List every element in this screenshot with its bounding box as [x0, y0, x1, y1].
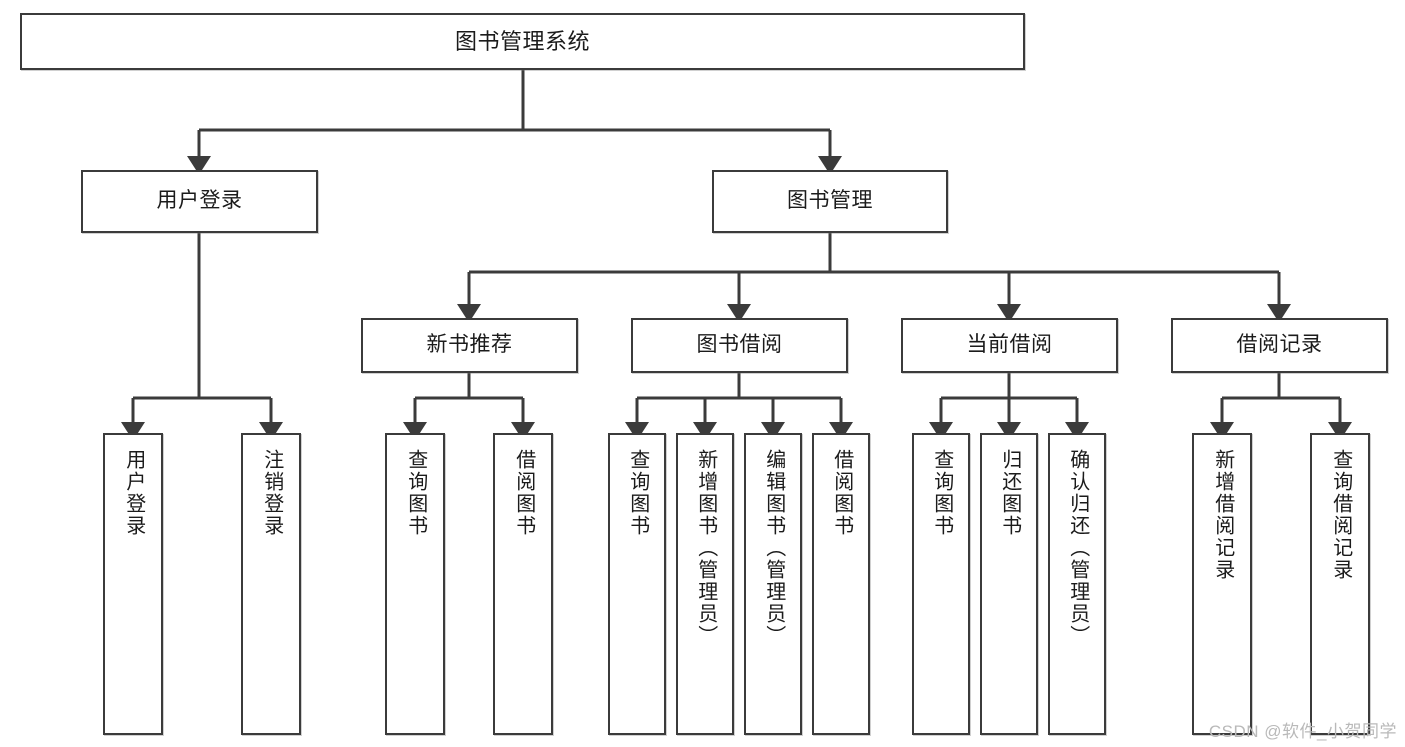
node-label: 新书推荐 — [426, 333, 513, 357]
node-label: 用户登录 — [122, 449, 145, 537]
node-label: 确认归还（管理员） — [1066, 449, 1089, 647]
csdn-watermark: CSDN @软件_小贺同学 — [1208, 722, 1397, 741]
node-label: 图书借阅 — [696, 333, 783, 357]
node-label: 图书管理 — [787, 189, 873, 213]
node-label: 借阅记录 — [1236, 333, 1323, 357]
node-label: 注销登录 — [260, 449, 283, 537]
node-label: 新增图书（管理员） — [694, 449, 717, 647]
node-leaf-query-book-current[interactable]: 查询图书 — [912, 433, 970, 735]
node-label: 查询借阅记录 — [1329, 449, 1352, 581]
node-leaf-add-book[interactable]: 新增图书（管理员） — [676, 433, 734, 735]
node-leaf-user-logout[interactable]: 注销登录 — [241, 433, 301, 735]
node-leaf-borrow-book-recommend[interactable]: 借阅图书 — [493, 433, 553, 735]
node-leaf-user-login[interactable]: 用户登录 — [103, 433, 163, 735]
node-new-book-recommend[interactable]: 新书推荐 — [361, 318, 578, 373]
node-leaf-add-borrow-record[interactable]: 新增借阅记录 — [1192, 433, 1252, 735]
node-leaf-return-book[interactable]: 归还图书 — [980, 433, 1038, 735]
node-label: 新增借阅记录 — [1211, 449, 1234, 581]
node-label: 查询图书 — [930, 449, 953, 537]
node-borrow-record[interactable]: 借阅记录 — [1171, 318, 1388, 373]
node-label: 查询图书 — [626, 449, 649, 537]
node-leaf-borrow-book[interactable]: 借阅图书 — [812, 433, 870, 735]
node-leaf-edit-book[interactable]: 编辑图书（管理员） — [744, 433, 802, 735]
node-label: 编辑图书（管理员） — [762, 449, 785, 647]
node-label: 图书管理系统 — [454, 28, 590, 54]
node-root-book-management-system[interactable]: 图书管理系统 — [20, 13, 1025, 70]
node-user-login[interactable]: 用户登录 — [81, 170, 318, 233]
node-leaf-query-book-borrow[interactable]: 查询图书 — [608, 433, 666, 735]
node-leaf-query-borrow-record[interactable]: 查询借阅记录 — [1310, 433, 1370, 735]
node-leaf-confirm-return[interactable]: 确认归还（管理员） — [1048, 433, 1106, 735]
node-label: 查询图书 — [404, 449, 427, 537]
node-label: 借阅图书 — [512, 449, 535, 537]
node-current-borrow[interactable]: 当前借阅 — [901, 318, 1118, 373]
node-label: 当前借阅 — [966, 333, 1053, 357]
node-label: 借阅图书 — [830, 449, 853, 537]
node-label: 用户登录 — [156, 189, 243, 213]
node-leaf-query-book-recommend[interactable]: 查询图书 — [385, 433, 445, 735]
node-label: 归还图书 — [998, 449, 1021, 537]
node-book-management[interactable]: 图书管理 — [712, 170, 948, 233]
node-book-borrow[interactable]: 图书借阅 — [631, 318, 848, 373]
